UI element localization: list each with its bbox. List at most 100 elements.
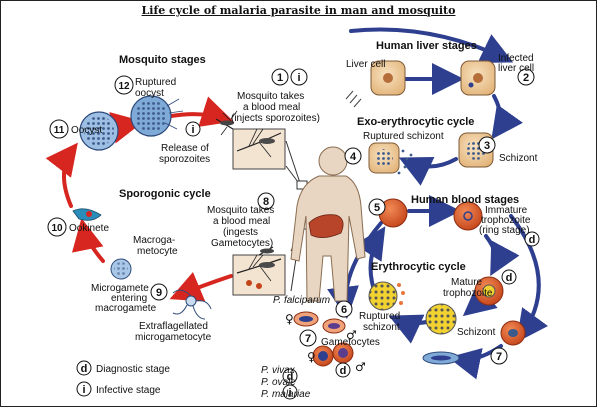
- stage-labels: Ruptured oocyst Oocyst Release of sporoz…: [69, 53, 538, 400]
- marker-d-ring: d: [529, 234, 536, 246]
- heading-human-blood-stages: Human blood stages: [411, 194, 519, 206]
- ruptured-oocyst-cell: [130, 95, 184, 137]
- ring-trophozoite-rbc: [453, 201, 483, 231]
- marker-7-right: 7: [496, 351, 502, 363]
- label-p-falciparum: P. falciparum: [273, 295, 330, 306]
- arrow-ring-to-gametocyte: [509, 214, 549, 343]
- label-ruptured-oocyst-1: Ruptured: [135, 77, 176, 88]
- label-immature-1: Immature: [485, 205, 528, 216]
- exflagellated-microgametocyte: [172, 289, 212, 320]
- label-blood-meal-1-b: a blood meal: [243, 102, 300, 113]
- marker-d-mature: d: [506, 272, 513, 284]
- label-infected-2: liver cell: [498, 63, 534, 74]
- crescent-gametocyte: [422, 351, 460, 365]
- label-blood-meal-1-a: Mosquito takes: [237, 91, 304, 102]
- heading-mosquito-stages: Mosquito stages: [119, 54, 206, 66]
- label-exflagellated-2: microgametocyte: [135, 332, 212, 343]
- diagram-title: Life cycle of malaria parasite in man an…: [141, 4, 456, 17]
- ruptured-schizont-rbc: [368, 281, 405, 311]
- gametocyte-rbc-right: [500, 320, 526, 346]
- heading-erythrocytic-cycle: Erythrocytic cycle: [371, 261, 466, 273]
- label-blood-meal-1-c: (injects sporozoites): [231, 113, 320, 124]
- legend-diagnostic: Diagnostic stage: [96, 364, 170, 375]
- heading-human-liver-stages: Human liver stages: [376, 40, 477, 52]
- mosquito-icon-top: [215, 110, 238, 136]
- mosquito-icon-bottom: [258, 246, 274, 256]
- marker-9: 9: [156, 287, 162, 299]
- label-blood-meal-2-d: Gametocytes): [211, 238, 273, 249]
- label-immature-2: trophozoite: [481, 215, 531, 226]
- ruptured-liver-schizont: [368, 142, 413, 175]
- marker-d-gametocytes: d: [340, 365, 347, 377]
- female-symbol-vivax: ♀: [307, 350, 316, 364]
- arrow-ruptured-to-mosquito: [169, 96, 234, 127]
- label-blood-meal-2-b: a blood meal: [213, 216, 270, 227]
- stage-markers: [47, 68, 540, 400]
- marker-i-release: i: [191, 124, 194, 136]
- headings: Mosquito stages Human liver stages Exo-e…: [119, 40, 519, 273]
- label-p-vivax: P. vivax: [261, 365, 296, 376]
- marker-12: 12: [118, 81, 130, 92]
- legend-d-marker: d: [81, 363, 88, 375]
- schizont-rbc: [425, 303, 457, 335]
- female-symbol-falciparum: ♀: [285, 312, 294, 326]
- mosquito-bite-inset-bottom: [232, 254, 286, 296]
- marker-6: 6: [341, 304, 347, 316]
- heading-exo-erythrocytic-cycle: Exo-erythrocytic cycle: [357, 116, 474, 128]
- falciparum-gametocytes: [293, 311, 346, 334]
- red-cycle-arrows: [45, 96, 234, 302]
- arrow-schizont-to-ruptured: [398, 156, 458, 186]
- label-mature-1: Mature: [451, 277, 483, 288]
- vivax-gametocytes: [312, 342, 354, 367]
- label-macrogametocyte-2: metocyte: [137, 246, 178, 257]
- label-microgamete-3: macrogamete: [95, 303, 157, 314]
- label-gametocytes: Gametocytes: [321, 337, 380, 348]
- arrow-infected-to-schizont: [491, 94, 523, 140]
- label-p-ovale: P. ovale: [261, 377, 296, 388]
- arrow-ookinete-to-oocyst: [45, 142, 78, 208]
- label-microgamete-2: entering: [111, 293, 147, 304]
- marker-4: 4: [350, 151, 357, 163]
- arrow-mature-to-schizont: [462, 283, 498, 317]
- arrow-ring-to-mature: [484, 234, 520, 277]
- label-blood-meal-2-a: Mosquito takes: [207, 205, 274, 216]
- marker-11: 11: [54, 125, 65, 136]
- heading-sporogonic-cycle: Sporogonic cycle: [119, 188, 211, 200]
- liver-shape: [308, 214, 344, 238]
- arrow-microgamete-to-ookinete: [72, 218, 105, 263]
- sex-symbols: ♀ ♂ ♀ ♂: [285, 312, 366, 374]
- marker-i-blood-meal: i: [297, 72, 300, 84]
- marker-8: 8: [263, 196, 269, 208]
- label-ruptured-schizont-blood-2: schizont: [363, 322, 400, 333]
- marker-1: 1: [277, 72, 283, 84]
- label-microgamete-1: Microgamete: [91, 283, 149, 294]
- oocyst-cell: [79, 111, 119, 151]
- label-infected-1: Infected: [498, 53, 534, 64]
- label-immature-3: (ring stage): [479, 225, 530, 236]
- stage-marker-labels: 1 i 2 3 4 5 6 7 7 8 9 10 11 12 i d d d d…: [51, 72, 535, 399]
- infected-liver-cell: [460, 60, 496, 96]
- label-p-malariae: P. malariae: [261, 389, 311, 400]
- label-blood-meal-2-c: (ingests: [223, 227, 258, 238]
- label-ookinete: Ookinete: [69, 223, 109, 234]
- label-oocyst: Oocyst: [71, 125, 102, 136]
- label-liver-cell: Liver cell: [346, 59, 385, 70]
- human-figure: [290, 146, 366, 302]
- marker-7-left: 7: [305, 333, 311, 345]
- ookinete-cell: [72, 208, 102, 221]
- label-blood-schizont: Schizont: [457, 327, 496, 338]
- legend-infective: Infective stage: [96, 385, 161, 396]
- label-ruptured-schizont-blood-1: Ruptured: [359, 311, 400, 322]
- legend-i-marker: i: [82, 384, 85, 396]
- label-ruptured-schizont: Ruptured schizont: [363, 131, 444, 142]
- male-symbol-vivax: ♂: [355, 360, 366, 374]
- label-liver-schizont: Schizont: [499, 153, 538, 164]
- male-symbol-falciparum: ♂: [346, 328, 357, 342]
- legend-i-symbol: i: [288, 387, 291, 399]
- arrow-top-arc: [349, 27, 514, 64]
- legend: d Diagnostic stage i Infective stage: [76, 360, 170, 397]
- liver-cell: [370, 60, 406, 96]
- marker-10: 10: [51, 223, 63, 234]
